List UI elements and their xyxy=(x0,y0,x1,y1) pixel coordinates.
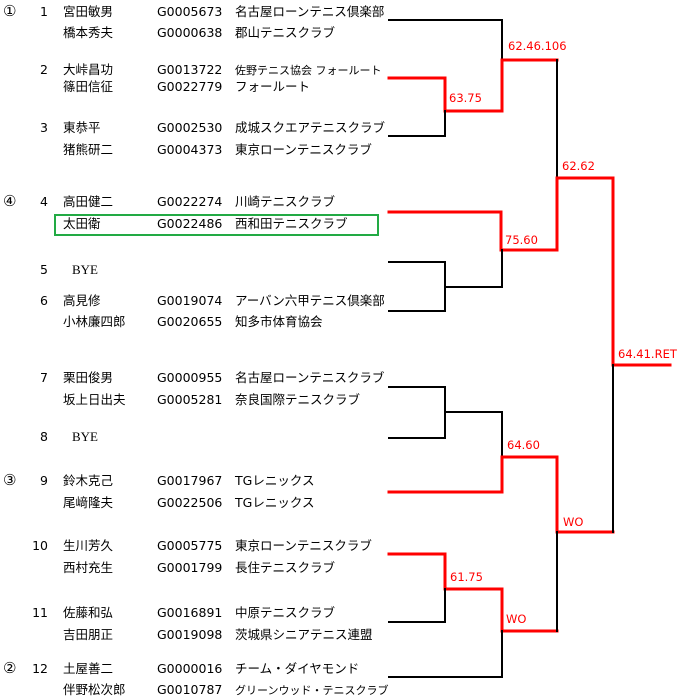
player-id: G0019098 xyxy=(157,627,223,642)
player-club: チーム・ダイヤモンド xyxy=(235,661,360,676)
player-name: 高見修 xyxy=(63,293,101,308)
player-id: G0010787 xyxy=(157,682,223,697)
highlighted-player-box xyxy=(54,214,379,236)
score-label: 62.46.106 xyxy=(508,39,567,53)
draw-number: 6 xyxy=(40,293,48,308)
score-label: WO xyxy=(563,515,584,529)
player-club: 茨城県シニアテニス連盟 xyxy=(235,627,373,642)
player-name: 坂上日出夫 xyxy=(63,392,126,407)
seed-4-mark: ④ xyxy=(3,192,17,210)
draw-number: 9 xyxy=(40,473,48,488)
draw-number: 3 xyxy=(40,120,48,135)
player-id: G0001799 xyxy=(157,560,223,575)
player-id: G0013722 xyxy=(157,62,223,77)
draw-number: 11 xyxy=(32,605,48,620)
player-name: 西村充生 xyxy=(63,560,114,575)
player-id: G0019074 xyxy=(157,293,223,308)
score-label: WO xyxy=(506,612,527,626)
player-name: 小林廉四郎 xyxy=(63,314,126,329)
player-club: 長住テニスクラブ xyxy=(235,560,336,575)
score-label: 64.60 xyxy=(507,438,540,452)
player-name: 尾﨑隆夫 xyxy=(63,495,114,510)
player-club: 奈良国際テニスクラブ xyxy=(235,392,361,407)
draw-number: 2 xyxy=(40,62,48,77)
score-label: 62.62 xyxy=(562,159,595,173)
player-name: 太田衛 xyxy=(63,216,101,231)
draw-number: 12 xyxy=(32,661,48,676)
draw-number: 5 xyxy=(40,262,48,277)
draw-number: 7 xyxy=(40,370,48,385)
player-club: 成城スクエアテニスクラブ xyxy=(235,120,386,135)
player-name: 猪熊研二 xyxy=(63,142,114,157)
player-club: 西和田テニスクラブ xyxy=(235,216,348,231)
player-id: G0002530 xyxy=(157,120,223,135)
player-club: 知多市体育協会 xyxy=(235,314,323,329)
player-name: 橋本秀夫 xyxy=(63,25,114,40)
seed-2-mark: ② xyxy=(3,659,17,677)
player-id: G0017967 xyxy=(157,473,223,488)
player-id: G0000016 xyxy=(157,661,223,676)
player-name: 大峠昌功 xyxy=(63,62,114,77)
player-name: 宮田敏男 xyxy=(63,4,114,19)
draw-number: 4 xyxy=(40,194,48,209)
player-club: 名古屋ローンテニスクラブ xyxy=(235,370,385,385)
player-club: 名古屋ローンテニス倶楽部 xyxy=(235,4,385,19)
player-name: 篠田信征 xyxy=(63,79,114,94)
seed-3-mark: ③ xyxy=(3,471,17,489)
score-label: 61.75 xyxy=(450,570,483,584)
player-club: TGレニックス xyxy=(235,473,315,488)
player-id: G0000638 xyxy=(157,25,223,40)
player-name: 伴野松次郎 xyxy=(63,682,126,697)
player-name: 土屋善二 xyxy=(63,661,114,676)
player-club: 川崎テニスクラブ xyxy=(235,194,336,209)
bye-label: BYE xyxy=(72,262,98,277)
player-name: 鈴木克己 xyxy=(63,473,114,488)
player-name: 佐藤和弘 xyxy=(63,605,114,620)
player-club: フォールート xyxy=(235,79,311,94)
player-id: G0000955 xyxy=(157,370,223,385)
score-label: 75.60 xyxy=(505,233,538,247)
player-club: TGレニックス xyxy=(235,495,315,510)
player-id: G0022779 xyxy=(157,79,223,94)
draw-number: 8 xyxy=(40,429,48,444)
player-id: G0005775 xyxy=(157,538,223,553)
player-club: アーバン六甲テニス倶楽部 xyxy=(235,293,385,308)
player-club: 東京ローンテニスクラブ xyxy=(235,538,372,553)
player-id: G0022274 xyxy=(157,194,223,209)
player-club: 佐野テニス協会 フォールート xyxy=(235,64,382,77)
player-club: 郡山テニスクラブ xyxy=(235,25,336,40)
player-id: G0022486 xyxy=(157,216,223,231)
player-id: G0016891 xyxy=(157,605,223,620)
player-id: G0005673 xyxy=(157,4,223,19)
player-id: G0020655 xyxy=(157,314,223,329)
player-club: グリーンウッド・テニスクラブ xyxy=(235,684,389,697)
player-name: 生川芳久 xyxy=(63,538,114,553)
score-label: 64.41.RET xyxy=(618,347,677,361)
player-name: 栗田俊男 xyxy=(63,370,114,385)
player-club: 東京ローンテニスクラブ xyxy=(235,142,372,157)
player-name: 吉田朋正 xyxy=(63,627,114,642)
draw-number: 10 xyxy=(32,538,48,553)
player-club: 中原テニスクラブ xyxy=(235,605,336,620)
seed-1-mark: ① xyxy=(3,2,17,20)
score-label: 63.75 xyxy=(449,91,482,105)
player-id: G0004373 xyxy=(157,142,223,157)
player-id: G0005281 xyxy=(157,392,223,407)
bye-label: BYE xyxy=(72,429,98,444)
player-name: 高田健二 xyxy=(63,194,114,209)
player-id: G0022506 xyxy=(157,495,223,510)
draw-number: 1 xyxy=(40,4,48,19)
player-name: 東恭平 xyxy=(63,120,101,135)
